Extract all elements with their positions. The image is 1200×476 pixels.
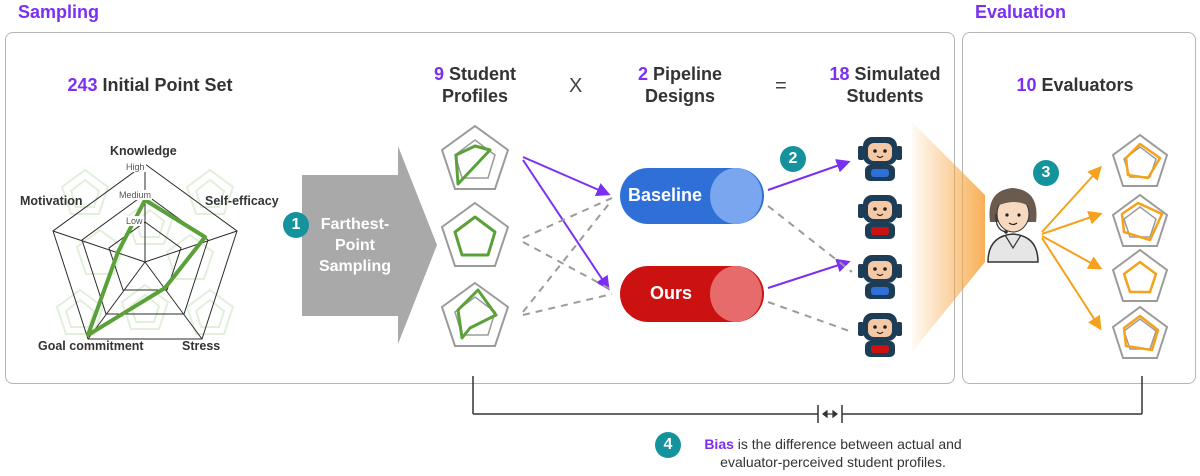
radar-level-low: Low — [125, 216, 144, 226]
initial-set-heading: 243 Initial Point Set — [30, 74, 270, 96]
simulated-count: 18 — [829, 64, 850, 84]
profiles-heading: 9 Student Profiles — [395, 63, 555, 107]
bias-note: Bias is the difference between actual an… — [688, 435, 978, 471]
step-2-badge: 2 — [780, 146, 806, 172]
equals-operator: = — [775, 75, 787, 97]
robot-student-2 — [858, 195, 902, 239]
profiles-label-line2: Profiles — [441, 86, 509, 106]
fps-arrow — [302, 146, 437, 344]
robot-student-3 — [858, 255, 902, 299]
radar-axis-stress: Stress — [182, 339, 221, 353]
robot-student-1 — [858, 137, 902, 181]
pipeline-to-student-dashed — [767, 205, 853, 333]
profiles-label-line1: Student — [449, 64, 517, 84]
bias-double-arrow-icon — [822, 409, 838, 419]
sampling-section-title: Sampling — [18, 2, 100, 22]
evaluators-label: Evaluators — [1041, 75, 1134, 95]
times-operator: X — [569, 75, 583, 97]
profiles-count: 9 — [433, 64, 444, 84]
baseline-label: Baseline — [628, 185, 703, 205]
pipelines-label-line2: Designs — [644, 86, 716, 106]
student-profile-2 — [440, 201, 510, 267]
evaluated-profile-3 — [1111, 248, 1169, 302]
simulated-label-line2: Students — [846, 86, 924, 106]
evaluation-section-title: Evaluation — [975, 2, 1067, 22]
bias-note-line2: evaluator-perceived student profiles. — [720, 454, 946, 470]
initial-set-label: Initial Point Set — [102, 75, 233, 95]
bias-note-line1: is the difference between actual and — [733, 436, 962, 452]
radar-axis-knowledge: Knowledge — [110, 144, 177, 158]
profile-to-pipeline-dashed — [522, 197, 613, 316]
bias-keyword: Bias — [704, 436, 734, 452]
robot-student-4 — [858, 313, 902, 357]
bias-bracket — [472, 376, 1143, 423]
evaluated-profile-2 — [1111, 193, 1169, 247]
pipelines-heading: 2 Pipeline Designs — [610, 63, 750, 107]
pipeline-to-student-arrows — [767, 159, 851, 289]
profile-to-pipeline-arrows — [522, 156, 611, 291]
evaluation-beam — [912, 122, 985, 352]
evaluated-profile-4 — [1111, 305, 1169, 359]
evaluated-profile-1 — [1111, 133, 1169, 187]
evaluators-count: 10 — [1016, 75, 1037, 95]
step-1-badge: 1 — [283, 212, 309, 238]
radar-level-medium: Medium — [118, 190, 153, 200]
ours-label: Ours — [650, 283, 693, 303]
radar-axis-motivation: Motivation — [20, 194, 83, 208]
simulated-heading: 18 Simulated Students — [800, 63, 970, 107]
simulated-label-line1: Simulated — [854, 64, 941, 84]
student-profile-3 — [440, 281, 510, 347]
ours-pipeline-pill — [620, 266, 764, 322]
radar-axis-goal-commitment: Goal commitment — [38, 339, 144, 353]
radar-axis-self-efficacy: Self-efficacy — [205, 194, 279, 208]
evaluator-arrows — [1041, 165, 1103, 331]
step-4-badge: 4 — [655, 432, 681, 458]
radar-level-high: High — [125, 162, 146, 172]
pipelines-label-line1: Pipeline — [653, 64, 723, 84]
step-3-badge: 3 — [1033, 160, 1059, 186]
fps-label-line2: Point — [335, 237, 375, 254]
fps-label-line3: Sampling — [318, 258, 391, 275]
initial-set-count: 243 — [67, 75, 98, 95]
evaluators-heading: 10 Evaluators — [985, 74, 1165, 96]
evaluator-person-icon — [987, 188, 1039, 263]
fps-label: Farthest- Point Sampling — [312, 214, 398, 277]
student-profile-1 — [440, 124, 510, 190]
fps-label-line1: Farthest- — [320, 216, 390, 233]
pipelines-count: 2 — [637, 64, 648, 84]
radar-profile-polygon — [86, 198, 207, 337]
baseline-pipeline-pill — [620, 168, 764, 224]
